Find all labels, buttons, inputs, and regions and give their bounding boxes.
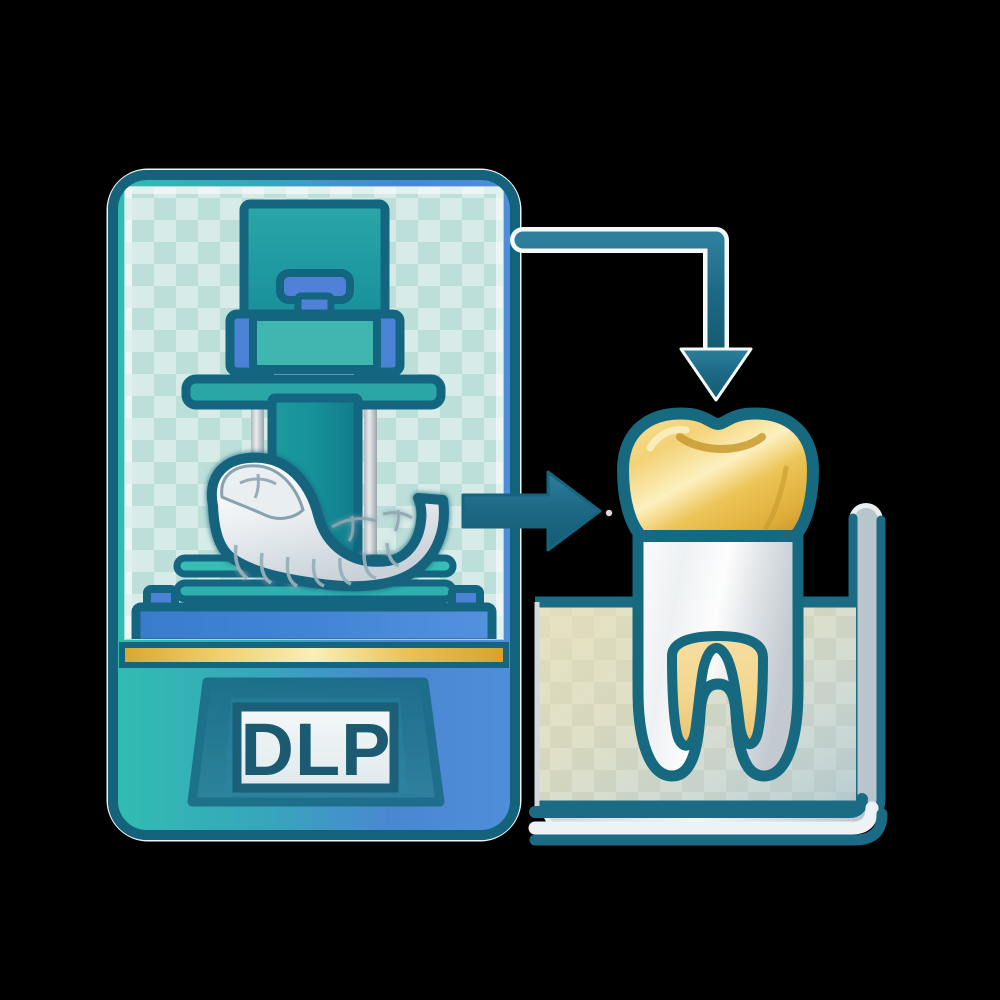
arrow-top-elbow <box>510 227 753 402</box>
base-line-3 <box>529 808 888 846</box>
base-line-1 <box>529 793 868 818</box>
chamber-group <box>124 186 504 640</box>
gold-accent-band <box>119 642 509 668</box>
sparkle-dot <box>605 509 613 517</box>
crown-fissure <box>676 433 766 453</box>
base-line-2 <box>528 801 879 835</box>
arrow-top-shaft <box>514 231 725 361</box>
printed-dental-arch <box>206 452 449 592</box>
chamber-contents <box>131 199 497 639</box>
gold-band-bar <box>119 642 509 668</box>
arrow-horizontal <box>461 470 602 552</box>
carriage-inner <box>249 313 381 373</box>
arrow-horizontal-body <box>461 470 602 552</box>
arrow-top-head <box>679 347 753 402</box>
dlp-label: DLP <box>241 708 392 791</box>
crown-shade-line <box>763 465 789 531</box>
display-panel <box>232 702 399 793</box>
crown-highlight <box>646 426 690 452</box>
molar-tooth-with-gold-crown <box>605 407 819 782</box>
arch-molar-group <box>220 464 305 520</box>
pulp-canal <box>667 631 768 751</box>
dlp-printer: DLP <box>106 168 522 842</box>
arch-occlusal-detail <box>239 473 413 542</box>
vat-body <box>131 602 497 639</box>
gum-base-stack <box>528 793 888 846</box>
arch-tooth-lines <box>233 542 400 588</box>
resin-vat <box>131 585 497 639</box>
printer-front-body <box>113 668 515 835</box>
